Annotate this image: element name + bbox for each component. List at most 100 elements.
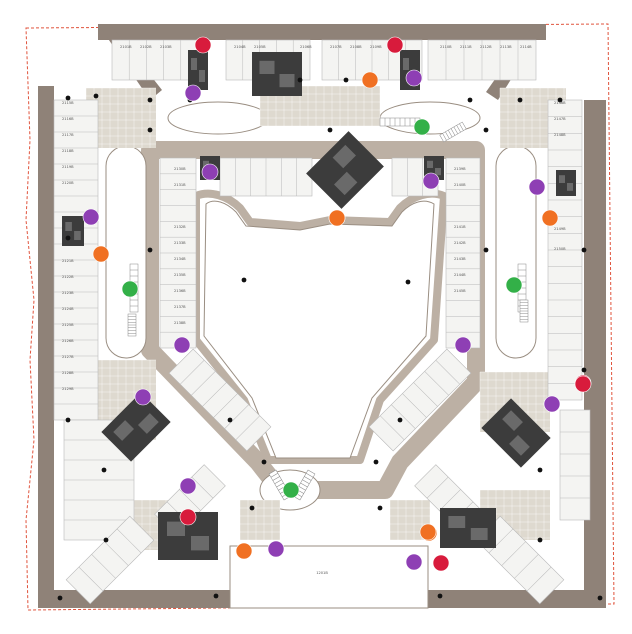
unit-row-outline: [559, 409, 591, 521]
unit-label: 2137B: [174, 305, 186, 309]
column: [483, 247, 489, 253]
column: [373, 459, 379, 465]
unit-label: 2134B: [174, 257, 186, 261]
service-core: [306, 131, 384, 209]
escalator-step: [302, 479, 310, 484]
unit-label: 2116B: [62, 117, 74, 121]
orange-marker: [361, 71, 379, 89]
column: [103, 537, 109, 543]
column: [147, 97, 153, 103]
purple-marker: [179, 477, 197, 495]
unit-divider: [116, 528, 142, 554]
stair-shaft: [435, 168, 441, 176]
unit-divider: [424, 371, 449, 396]
column: [101, 467, 107, 473]
core-block: [101, 392, 171, 462]
unit-label: 2109B: [370, 45, 382, 49]
unit-row: [168, 348, 272, 452]
column: [397, 417, 403, 423]
unit-label: 2106B: [300, 45, 312, 49]
column: [597, 595, 603, 601]
escalator-step: [272, 476, 280, 481]
unit-row-outline: [111, 39, 199, 81]
purple-marker: [173, 336, 191, 354]
unit-row: [111, 39, 199, 81]
green-marker: [121, 280, 139, 298]
unit-divider: [402, 393, 427, 418]
unit-label: 2112B: [480, 45, 492, 49]
green-marker: [505, 276, 523, 294]
unit-divider: [391, 404, 416, 429]
tile-zone: [239, 499, 281, 541]
purple-marker: [405, 553, 423, 571]
service-core: [188, 50, 208, 90]
orange-marker: [541, 209, 559, 227]
service-core: [440, 508, 496, 548]
unit-divider: [224, 404, 249, 429]
unit-label: 2146B: [554, 101, 566, 105]
column: [93, 93, 99, 99]
lift-shaft: [502, 410, 523, 432]
unit-label: 2122B: [62, 275, 74, 279]
escalator-step: [270, 473, 278, 478]
unit-divider: [202, 382, 227, 407]
column: [437, 593, 443, 599]
stair-shaft: [509, 434, 530, 456]
core-block: [306, 131, 384, 209]
unit-label: 2117B: [62, 133, 74, 137]
column: [147, 247, 153, 253]
unit-label: 2133B: [174, 241, 186, 245]
lift-shaft: [65, 222, 72, 231]
unit-label: 2115B: [62, 101, 74, 105]
unit-label: 2105B: [254, 45, 266, 49]
unit-label: 2125B: [62, 323, 74, 327]
unit-row: [53, 99, 99, 421]
column: [147, 127, 153, 133]
column: [227, 417, 233, 423]
lift-shaft: [191, 58, 197, 70]
tile-area: [240, 500, 280, 540]
unit-label: 2113B: [500, 45, 512, 49]
unit-divider: [501, 541, 526, 566]
unit-label: 2129B: [62, 387, 74, 391]
unit-label: 2124B: [62, 307, 74, 311]
column: [377, 505, 383, 511]
column: [343, 77, 349, 83]
unit-row-outline: [168, 348, 272, 452]
lift-shaft: [427, 160, 433, 168]
column: [483, 127, 489, 133]
unit-label: 2103B: [160, 45, 172, 49]
column: [537, 537, 543, 543]
orange-marker: [328, 209, 346, 227]
unit-label: 2131B: [174, 183, 186, 187]
escalator-step: [304, 476, 312, 481]
unit-divider: [179, 489, 201, 511]
unit-label: 2130B: [174, 167, 186, 171]
purple-marker: [528, 178, 546, 196]
tile-zone: [259, 85, 381, 127]
lift-shaft: [448, 516, 466, 528]
unit-divider: [235, 415, 260, 440]
stair-shaft: [199, 70, 205, 82]
unit-label: 2111B: [460, 45, 472, 49]
red-marker: [179, 508, 197, 526]
unit-label: 2101B: [120, 45, 132, 49]
unit-label: 2123B: [62, 291, 74, 295]
purple-marker: [82, 208, 100, 226]
unit-label: 2121B: [62, 259, 74, 263]
column: [581, 247, 587, 253]
purple-marker: [134, 388, 152, 406]
escalator: [439, 121, 467, 143]
unit-divider: [526, 566, 552, 592]
service-core: [101, 392, 171, 462]
unit-divider: [191, 476, 214, 499]
central-atrium: [203, 200, 435, 459]
unit-row: [219, 157, 313, 197]
unit-label: 2141B: [454, 225, 466, 229]
unit-divider: [514, 554, 539, 579]
stair-shaft: [191, 536, 209, 551]
column: [241, 277, 247, 283]
unit-label: 2120B: [62, 181, 74, 185]
stair-shaft: [470, 528, 488, 540]
